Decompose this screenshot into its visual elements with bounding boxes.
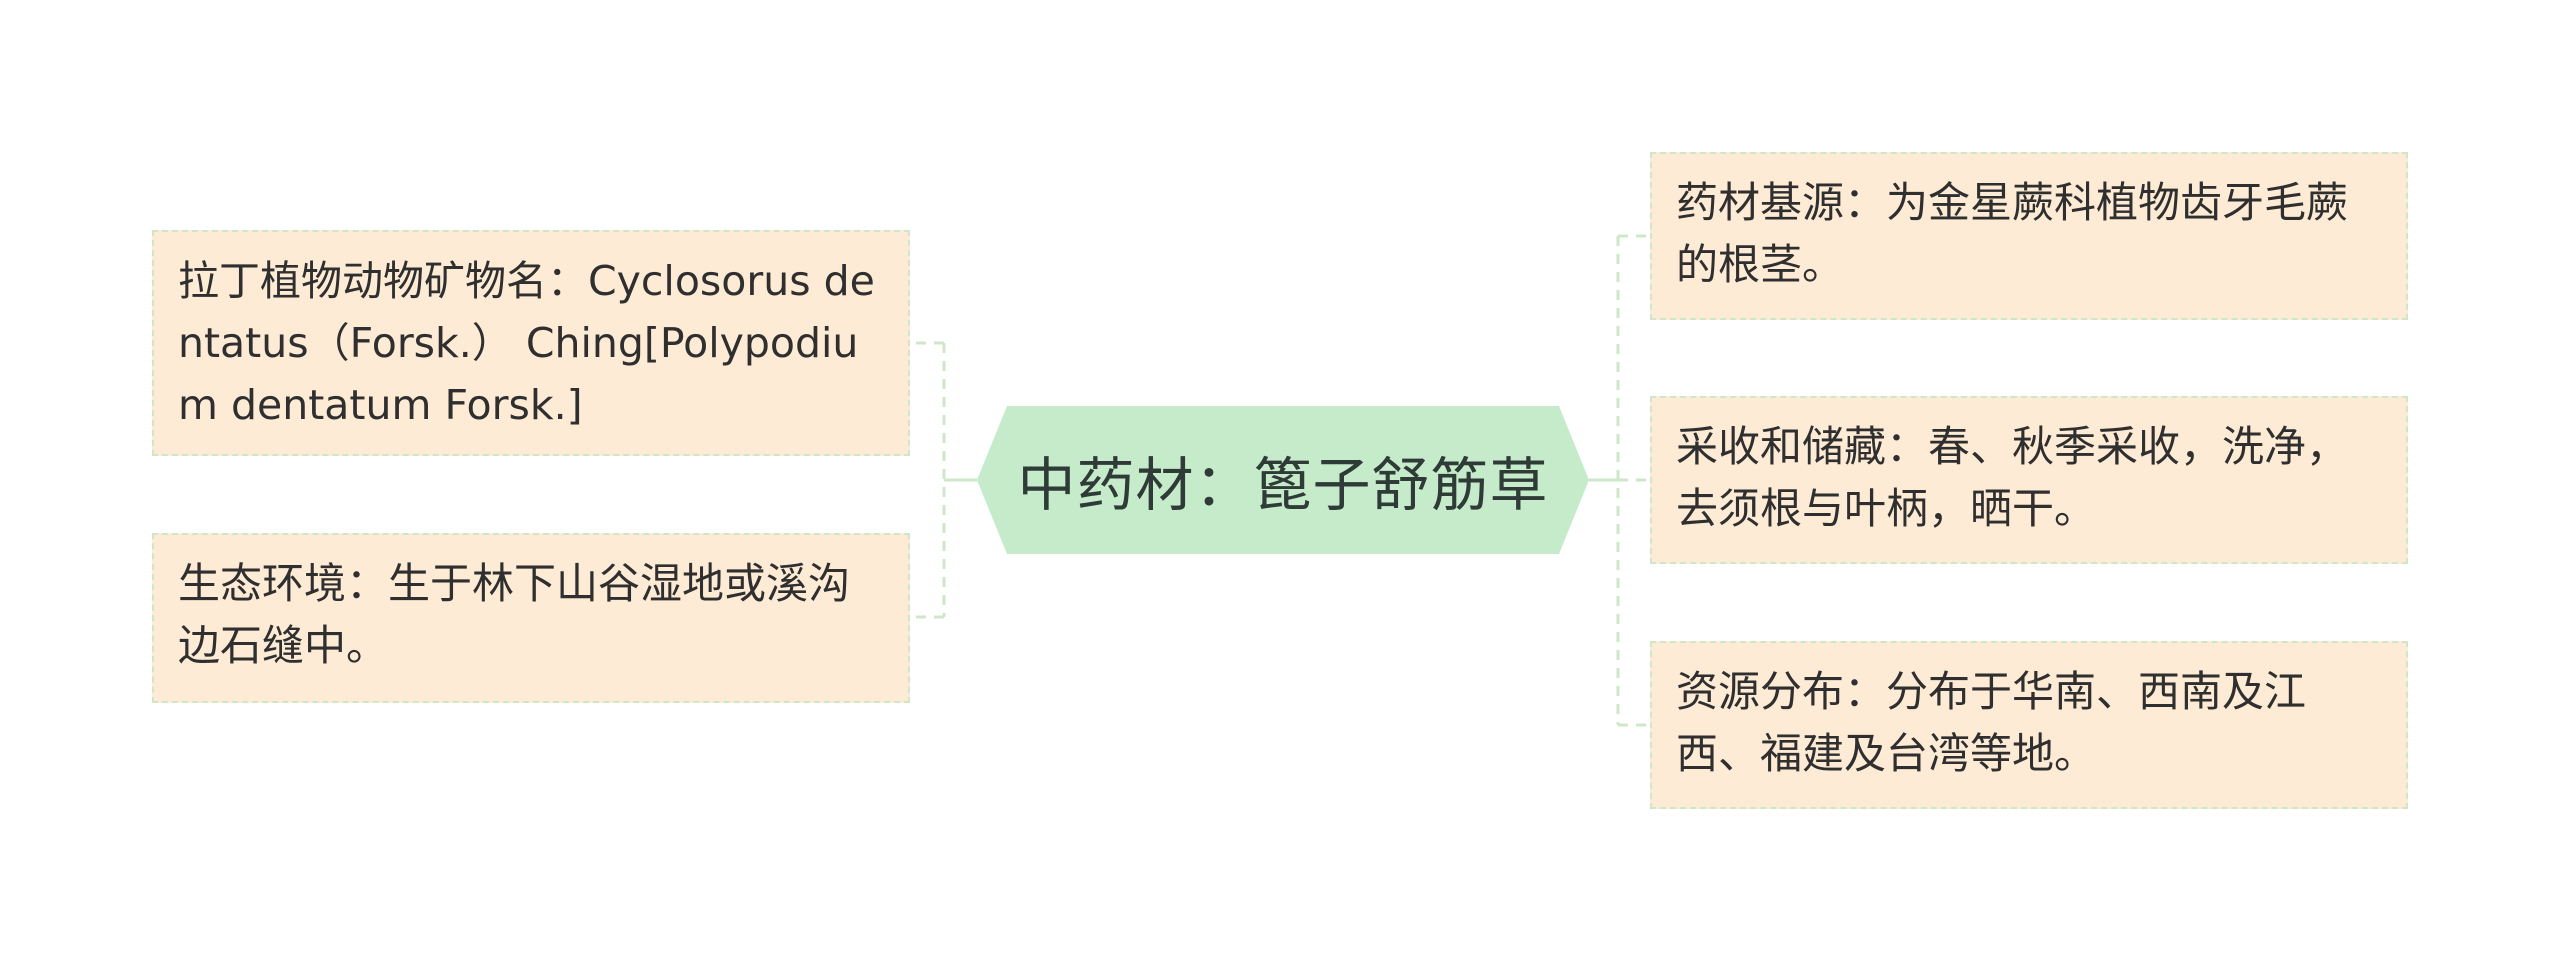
topic-latin-name-text: 拉丁植物动物矿物名：Cyclosorus dentatus（Forsk.） Ch… xyxy=(178,257,875,429)
topic-habitat[interactable]: 生态环境：生于林下山谷湿地或溪沟边石缝中。 xyxy=(152,533,910,703)
topic-latin-name[interactable]: 拉丁植物动物矿物名：Cyclosorus dentatus（Forsk.） Ch… xyxy=(152,230,910,456)
topic-distribution[interactable]: 资源分布：分布于华南、西南及江西、福建及台湾等地。 xyxy=(1650,641,2408,809)
topic-harvest-text: 采收和储藏：春、秋季采收，洗净，去须根与叶柄，晒干。 xyxy=(1676,422,2349,533)
topic-distribution-text: 资源分布：分布于华南、西南及江西、福建及台湾等地。 xyxy=(1676,667,2307,778)
central-topic-label: 中药材：篦子舒筋草 xyxy=(1017,451,1549,519)
topic-harvest[interactable]: 采收和储藏：春、秋季采收，洗净，去须根与叶柄，晒干。 xyxy=(1650,396,2408,564)
topic-origin-text: 药材基源：为金星蕨科植物齿牙毛蕨的根茎。 xyxy=(1676,178,2349,289)
central-topic-shape xyxy=(977,406,1589,554)
central-topic[interactable]: 中药材：篦子舒筋草 xyxy=(977,406,1589,554)
topic-origin[interactable]: 药材基源：为金星蕨科植物齿牙毛蕨的根茎。 xyxy=(1650,152,2408,320)
topic-habitat-text: 生态环境：生于林下山谷湿地或溪沟边石缝中。 xyxy=(178,559,851,670)
